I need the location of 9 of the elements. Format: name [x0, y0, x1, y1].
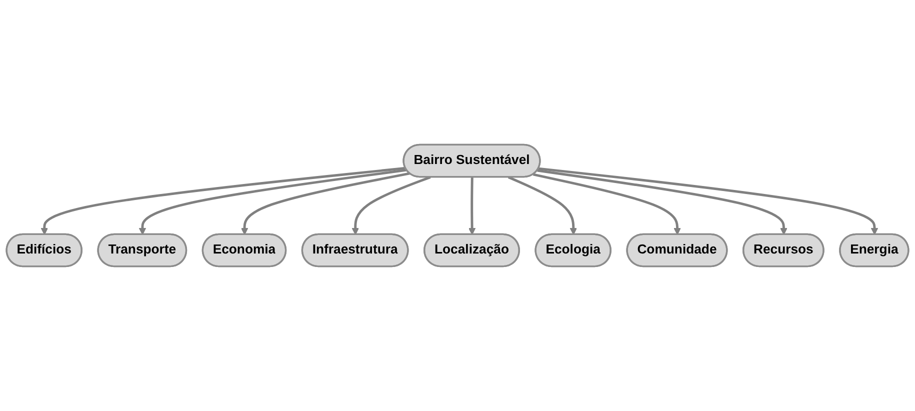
arrow [538, 167, 878, 235]
arrow [508, 176, 578, 235]
arrow [138, 168, 407, 235]
arrow [40, 166, 406, 235]
arrow [537, 169, 788, 235]
arrow [468, 177, 476, 235]
arrow [240, 172, 410, 235]
arrow [532, 173, 681, 235]
arrow [352, 176, 431, 235]
